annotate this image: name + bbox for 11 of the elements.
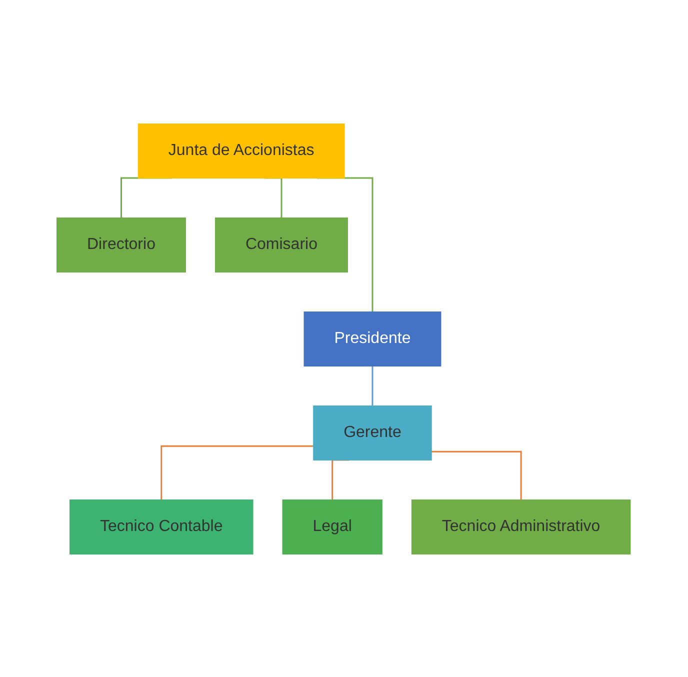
node-box: Tecnico Administrativo: [412, 498, 632, 554]
node-box: Comisario: [215, 217, 348, 272]
node-box: Directorio: [56, 217, 186, 272]
node-box: Tecnico Contable: [70, 498, 254, 554]
connector: [161, 444, 314, 500]
node-box: Legal: [282, 498, 383, 554]
node-box: Gerente: [313, 405, 432, 460]
connector: [432, 450, 522, 500]
node-box: Presidente: [304, 311, 442, 366]
connector: [372, 364, 374, 406]
node-box: Junta de Accionistas: [138, 123, 346, 178]
